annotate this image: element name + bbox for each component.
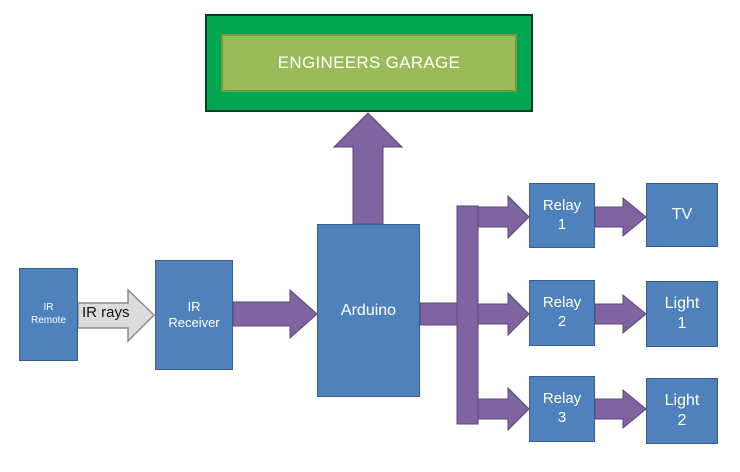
relay-1-block: Relay 1 (529, 183, 595, 248)
arduino-to-display-arrow (332, 112, 404, 225)
arduino-label: Arduino (340, 301, 397, 319)
arduino-to-bus-arrow (419, 302, 461, 326)
relay-2-to-light-1-arrow (594, 293, 647, 335)
lcd-display-block: ENGINEERS GARAGE (205, 14, 533, 112)
ir-rays-label: IR rays (82, 304, 130, 321)
relay-2-label: Relay 2 (542, 294, 582, 330)
light-1-block: Light 1 (646, 281, 718, 347)
receiver-to-arduino-arrow (232, 288, 318, 340)
tv-block: TV (646, 183, 718, 247)
ir-receiver-block: IR Receiver (155, 260, 233, 370)
arduino-block: Arduino (317, 224, 420, 397)
light-2-label: Light 2 (664, 392, 700, 429)
light-2-block: Light 2 (646, 378, 718, 444)
ir-receiver-label: IR Receiver (168, 298, 220, 330)
relay-3-block: Relay 3 (529, 376, 595, 442)
ir-rays-arrow (77, 288, 156, 343)
relay-1-label: Relay 1 (542, 196, 582, 233)
bus-to-relay-3-arrow (477, 386, 530, 432)
light-1-label: Light 1 (664, 295, 700, 332)
bus-to-relay-2-arrow (477, 291, 530, 337)
relay-bus-bar (456, 205, 479, 425)
relay-2-block: Relay 2 (529, 280, 595, 346)
tv-label: TV (671, 206, 693, 223)
ir-remote-label: IR Remote (30, 302, 66, 326)
ir-remote-block: IR Remote (19, 268, 78, 361)
bus-to-relay-1-arrow (477, 194, 530, 240)
relay-3-to-light-2-arrow (594, 388, 647, 430)
lcd-display-label: ENGINEERS GARAGE (221, 34, 517, 92)
relay-3-label: Relay 3 (542, 390, 582, 426)
relay-1-to-tv-arrow (594, 196, 647, 238)
